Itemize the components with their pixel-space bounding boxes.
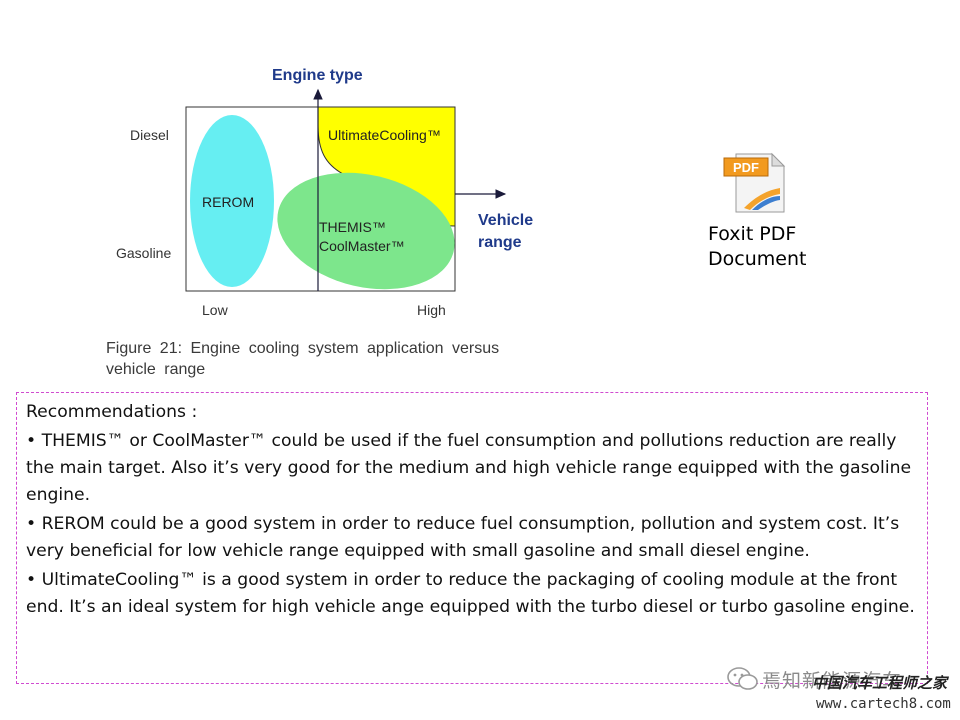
rerom-label: REROM xyxy=(202,194,254,210)
recommendation-themis: • THEMIS™ or CoolMaster™ could be used i… xyxy=(26,431,912,505)
x-axis-title-line2: range xyxy=(478,234,522,251)
recommendations-box xyxy=(16,392,928,684)
x-axis-title-line1: Vehicle xyxy=(478,212,533,229)
x-label-high: High xyxy=(417,302,446,318)
region-themis-coolmaster xyxy=(277,172,455,290)
y-label-gasoline: Gasoline xyxy=(116,245,171,261)
ultimatecooling-label: UltimateCooling™ xyxy=(328,127,441,143)
recommendations-text: Recommendations : • THEMIS™ or CoolMaste… xyxy=(26,399,918,621)
figure-caption: Figure 21: Engine cooling system applica… xyxy=(106,338,576,380)
watermark-site-name: 中国汽车工程师之家 xyxy=(812,674,948,692)
y-label-diesel: Diesel xyxy=(130,127,169,143)
pdf-label-line1: Foxit PDF xyxy=(708,223,797,245)
region-rerom xyxy=(190,115,274,287)
recommendation-ultimatecooling: • UltimateCooling™ is a good system in o… xyxy=(26,570,915,617)
x-label-low: Low xyxy=(202,302,229,318)
pdf-attachment-label[interactable]: Foxit PDF Document xyxy=(708,222,838,272)
themis-label: THEMIS™ xyxy=(319,219,386,235)
watermark-url: www.cartech8.com xyxy=(816,696,951,712)
watermark-account-name: 焉知新能源汽车 xyxy=(762,670,903,692)
recommendations-heading: Recommendations : xyxy=(26,402,198,422)
y-axis-title: Engine type xyxy=(272,67,363,84)
recommendation-rerom: • REROM could be a good system in order … xyxy=(26,514,900,561)
caption-line1: Figure 21: Engine cooling system applica… xyxy=(106,340,500,357)
engine-cooling-diagram: Engine type Vehicle range Diesel Gasolin… xyxy=(116,67,533,318)
caption-line2: vehicle range xyxy=(106,361,206,378)
wechat-icon xyxy=(727,667,758,690)
pdf-file-icon[interactable]: PDF xyxy=(722,150,790,216)
coolmaster-label: CoolMaster™ xyxy=(319,238,405,254)
pdf-label-line2: Document xyxy=(708,248,807,270)
pdf-icon-text: PDF xyxy=(733,160,759,175)
